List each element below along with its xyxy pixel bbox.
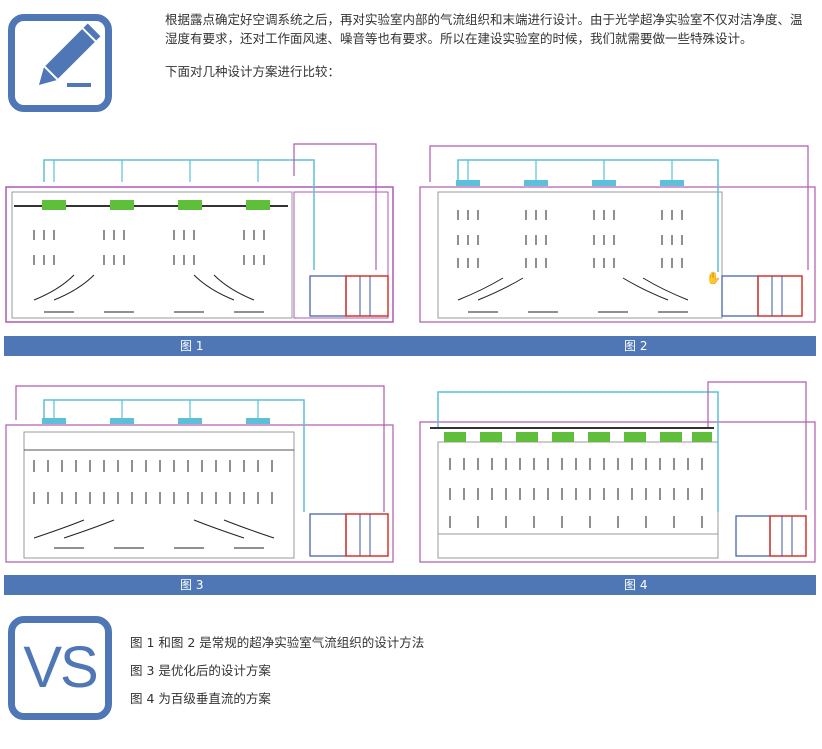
pencil-logo: [8, 14, 112, 112]
vs-logo: VS: [8, 616, 112, 720]
intro-paragraph-1: 根据露点确定好空调系统之后，再对实验室内部的气流组织和末端进行设计。由于光学超净…: [165, 12, 803, 46]
caption-bar-row-1: 图 1 图 2: [4, 336, 816, 356]
vs-logo-text: VS: [23, 635, 98, 700]
airflow-arrow-icon: [33, 230, 265, 313]
intro-text: 根据露点确定好空调系统之后，再对实验室内部的气流组织和末端进行设计。由于光学超净…: [165, 10, 805, 95]
intro-paragraph-2: 下面对几种设计方案进行比较：: [165, 64, 341, 79]
figure-3-diagram: [5, 385, 394, 563]
note-2: 图 3 是优化后的设计方案: [130, 663, 271, 678]
note-3: 图 4 为百级垂直流的方案: [130, 691, 271, 706]
hand-icon: ✋: [706, 271, 721, 285]
figure-4-diagram: [419, 381, 816, 563]
pencil-icon: [38, 23, 101, 87]
figure-1-diagram: [5, 143, 394, 323]
note-1: 图 1 和图 2 是常规的超净实验室气流组织的设计方法: [130, 635, 425, 650]
caption-figure-1: 图 1: [180, 339, 204, 353]
comparison-notes: 图 1 和图 2 是常规的超净实验室气流组织的设计方法 图 3 是优化后的设计方…: [130, 634, 424, 718]
caption-figure-4: 图 4: [624, 578, 648, 592]
caption-figure-2: 图 2: [624, 339, 648, 353]
figure-2-diagram: ✋: [419, 145, 816, 323]
caption-figure-3: 图 3: [180, 578, 204, 592]
caption-bar-row-2: 图 3 图 4: [4, 575, 816, 595]
